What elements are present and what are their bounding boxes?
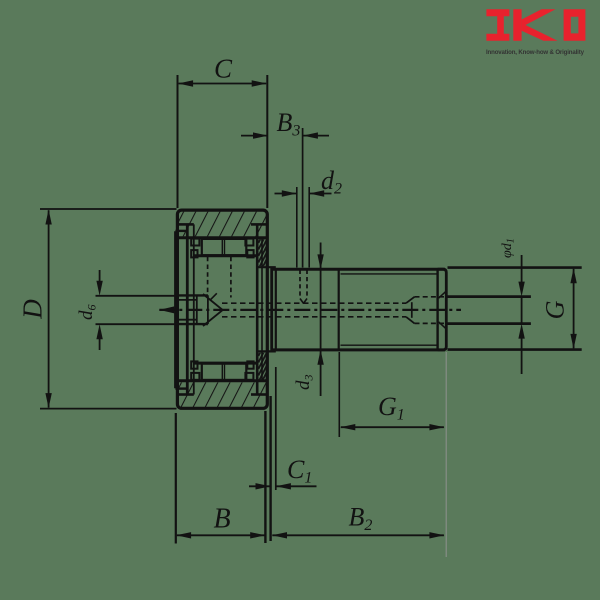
svg-text:Innovation, Know-how & Origina: Innovation, Know-how & Originality <box>486 49 585 56</box>
svg-text:C: C <box>214 54 233 84</box>
svg-text:G: G <box>541 300 570 319</box>
svg-text:D: D <box>18 299 48 320</box>
svg-text:B: B <box>214 504 231 535</box>
